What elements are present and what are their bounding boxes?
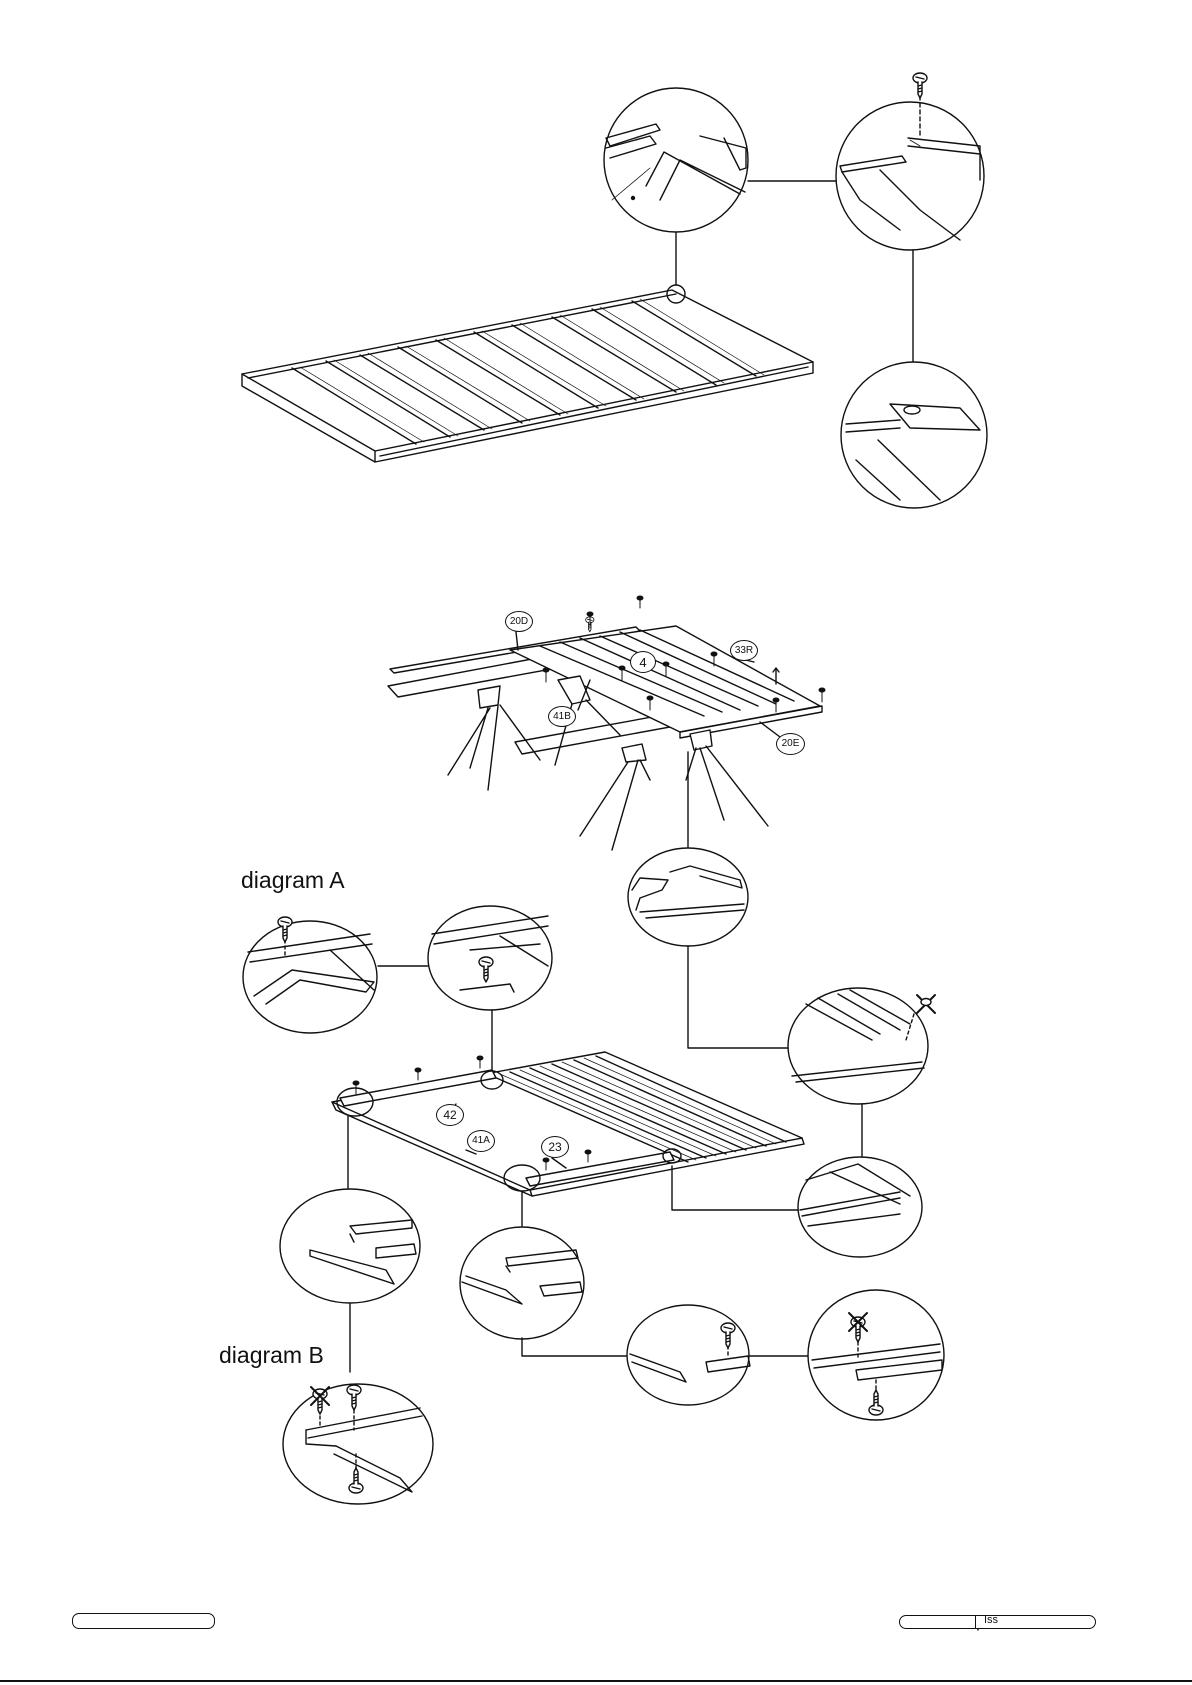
detail-circle-2 [836, 73, 984, 250]
diagram-a-circle-1 [243, 917, 377, 1033]
detail-circle-3 [841, 362, 987, 508]
part-tag-4: 4 [630, 651, 656, 673]
part-tag-42: 42 [436, 1104, 464, 1126]
footer-divider [975, 1616, 976, 1629]
footer-issue-label: Iss [984, 1614, 998, 1626]
roof-panel-assembly-top [242, 232, 813, 462]
part-tag-33r: 33R [730, 640, 758, 661]
detail-circle-4 [628, 848, 748, 946]
diagram-a-label: diagram A [241, 867, 345, 894]
part-tag-41a: 41A [467, 1130, 495, 1152]
part-tag-20d: 20D [505, 611, 533, 632]
diagram-a-circle-2 [428, 906, 552, 1010]
bottom-rule [0, 1680, 1192, 1682]
part-tag-41b: 41B [548, 706, 576, 727]
diagram-b-circle-1 [280, 1189, 420, 1303]
part-tag-20e: 20E [776, 733, 805, 755]
detail-circle-6 [798, 1157, 922, 1257]
detail-circle-1 [604, 88, 748, 232]
diagram-a-panel [332, 1052, 804, 1196]
detail-circle-5 [788, 988, 935, 1104]
diagram-b-circle-2 [460, 1227, 584, 1339]
part-tag-23: 23 [541, 1136, 569, 1158]
diagram-b-circle-4 [808, 1290, 944, 1420]
diagram-b-label: diagram B [219, 1342, 324, 1369]
diagram-b-circle-3 [627, 1305, 750, 1405]
diagram-b-circle-5 [283, 1384, 433, 1504]
footer-left-box [72, 1613, 215, 1629]
